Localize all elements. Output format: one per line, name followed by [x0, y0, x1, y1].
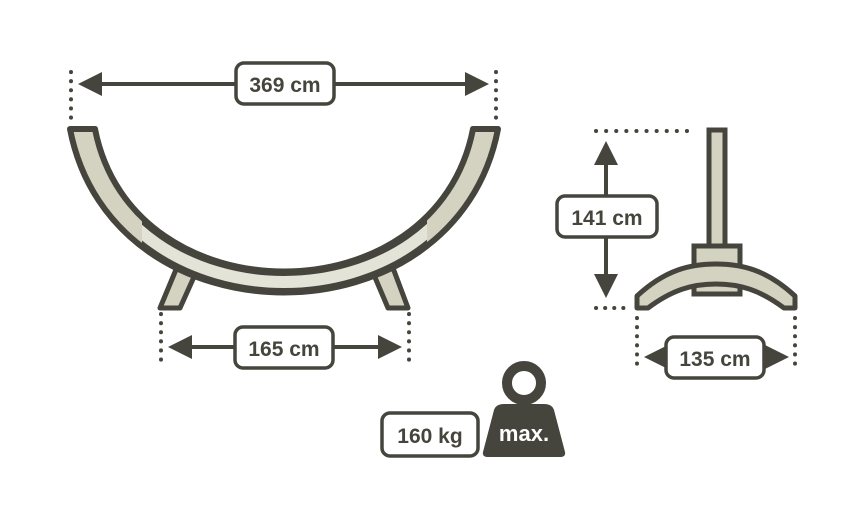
- dimension-base-length: 165 cm: [159, 312, 411, 370]
- max-load: 160 kg max.: [380, 361, 566, 458]
- max-load-label: 160 kg: [397, 425, 462, 448]
- base-length-label: 165 cm: [248, 338, 319, 361]
- side-view: [634, 127, 798, 311]
- weight-icon-label: max.: [499, 421, 549, 446]
- dimension-height: 141 cm: [555, 129, 698, 310]
- base-depth-label: 135 cm: [679, 348, 750, 371]
- overall-width-label: 369 cm: [249, 74, 320, 97]
- dimension-overall-width: 369 cm: [69, 61, 498, 124]
- arc-center-segment: [142, 217, 427, 293]
- dimension-base-depth: 135 cm: [635, 316, 797, 380]
- weight-icon: max.: [482, 361, 566, 457]
- height-label: 141 cm: [571, 207, 642, 230]
- arc-frame: [67, 126, 501, 296]
- front-view: [67, 126, 501, 311]
